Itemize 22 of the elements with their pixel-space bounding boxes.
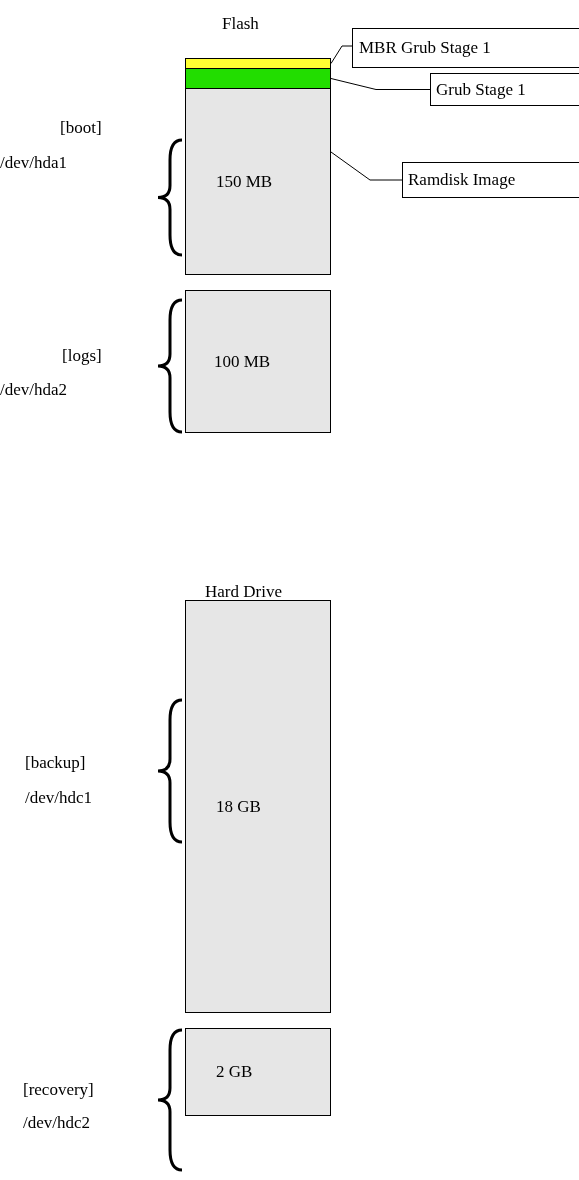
leader-line — [330, 151, 403, 181]
partition-box: 100 MB — [185, 290, 331, 433]
partition-name: [backup] — [25, 753, 86, 773]
partition-box: 150 MB — [185, 88, 331, 275]
device-path: /dev/hdc1 — [25, 788, 93, 808]
partition-box: 18 GB — [185, 600, 331, 1013]
leader-line — [330, 45, 353, 64]
device-path: /dev/hda1 — [0, 153, 68, 173]
partition-name: [recovery] — [23, 1080, 94, 1100]
boot-sector-bar — [185, 68, 331, 89]
device-path: /dev/hdc2 — [23, 1113, 91, 1133]
heading: Flash — [222, 14, 259, 34]
partition-name: [logs] — [62, 346, 102, 366]
device-path: /dev/hda2 — [0, 380, 68, 400]
partition-box: 2 GB — [185, 1028, 331, 1116]
heading: Hard Drive — [205, 582, 282, 602]
boot-sector-bar — [185, 58, 331, 69]
callout-box: Grub Stage 1 — [430, 73, 579, 106]
callout-box: Ramdisk Image — [402, 162, 579, 198]
partition-name: [boot] — [60, 118, 102, 138]
callout-box: MBR Grub Stage 1 — [352, 28, 579, 68]
leader-line — [330, 78, 431, 90]
